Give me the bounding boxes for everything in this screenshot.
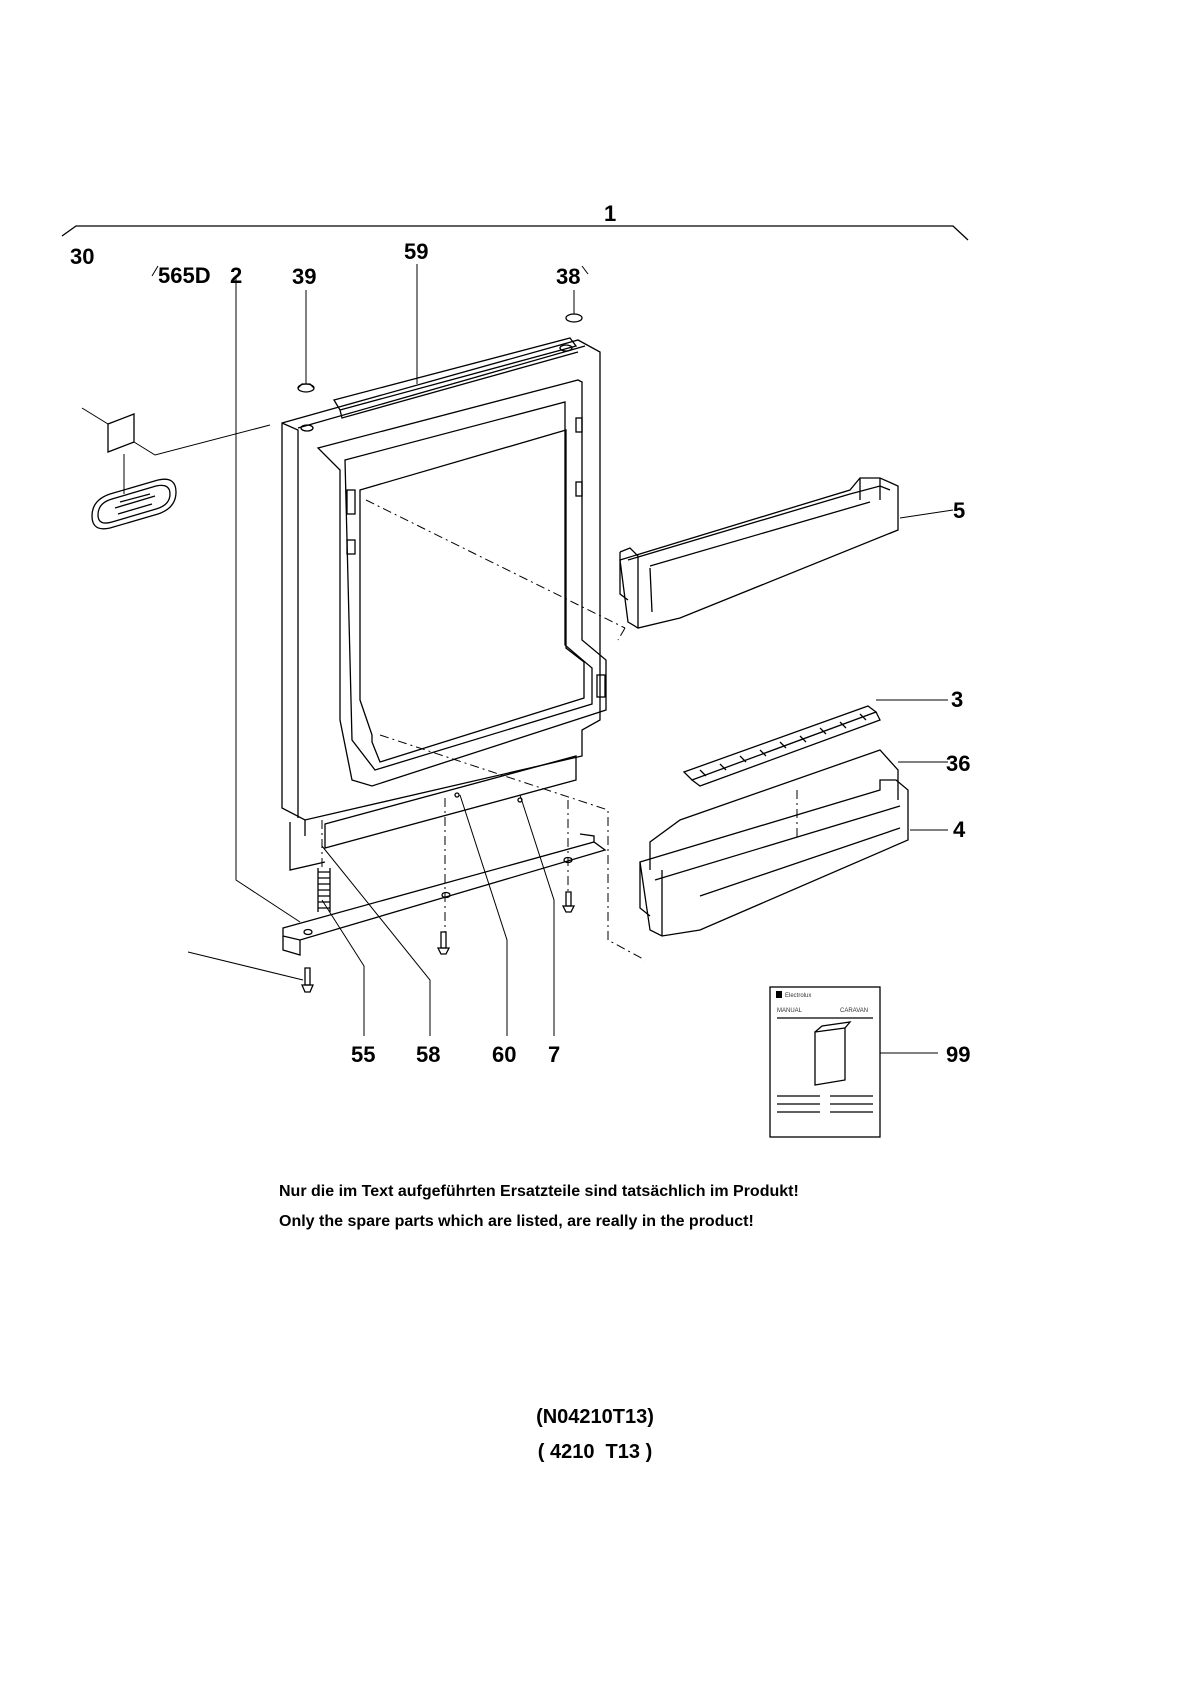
label-30: 30	[70, 244, 94, 269]
hinge-bracket	[282, 833, 607, 956]
label-99: 99	[946, 1042, 970, 1067]
label-1: 1	[604, 201, 616, 226]
wire-bar	[649, 749, 899, 870]
label-565d: 565D	[158, 263, 211, 288]
manual-brand: Electrolux	[785, 993, 811, 999]
label-38: 38	[556, 264, 580, 289]
label-2: 2	[230, 263, 242, 288]
label-55: 55	[351, 1042, 375, 1067]
label-58: 58	[416, 1042, 440, 1067]
dashed-assembly-lines	[321, 499, 798, 961]
manual-title: MANUAL	[777, 1008, 803, 1014]
logo-plate	[91, 478, 177, 530]
washer-38	[565, 313, 583, 323]
door-window	[359, 429, 585, 763]
label-7: 7	[548, 1042, 560, 1067]
badge-square	[107, 413, 135, 453]
door-spring	[317, 868, 331, 912]
door-shelf-lower	[639, 779, 909, 937]
screw-right	[561, 891, 576, 913]
manual-booklet	[769, 986, 881, 1138]
screw-left	[301, 967, 314, 993]
label-ticks	[151, 265, 589, 277]
note-german: Nur die im Text aufgeführten Ersatzteile…	[279, 1183, 799, 1200]
code-line-2: ( 4210 T13 )	[537, 1441, 653, 1463]
assembly-bracket	[61, 225, 969, 241]
label-59: 59	[404, 239, 428, 264]
note-english: Only the spare parts which are listed, a…	[279, 1213, 754, 1230]
label-5: 5	[953, 498, 965, 523]
screw-mid	[436, 931, 451, 955]
label-3: 3	[951, 687, 963, 712]
door-frame	[281, 337, 607, 871]
label-4: 4	[953, 817, 966, 842]
door-shelf-upper	[619, 477, 899, 629]
label-36: 36	[946, 751, 970, 776]
manual-logo-icon	[776, 991, 782, 998]
label-60: 60	[492, 1042, 516, 1067]
manual-model: CARAVAN	[840, 1008, 868, 1014]
shelf-rail	[682, 705, 881, 787]
callout-labels: 1 30 565D 2 39 59 38 5 3 36 4 55 58 60 7…	[70, 201, 970, 1067]
label-39: 39	[292, 264, 316, 289]
code-line-1: (N04210T13)	[536, 1406, 654, 1428]
leader-lines	[81, 264, 954, 1054]
top-trim-strip	[332, 337, 578, 411]
manual-text: Electrolux MANUAL CARAVAN	[777, 993, 868, 1014]
